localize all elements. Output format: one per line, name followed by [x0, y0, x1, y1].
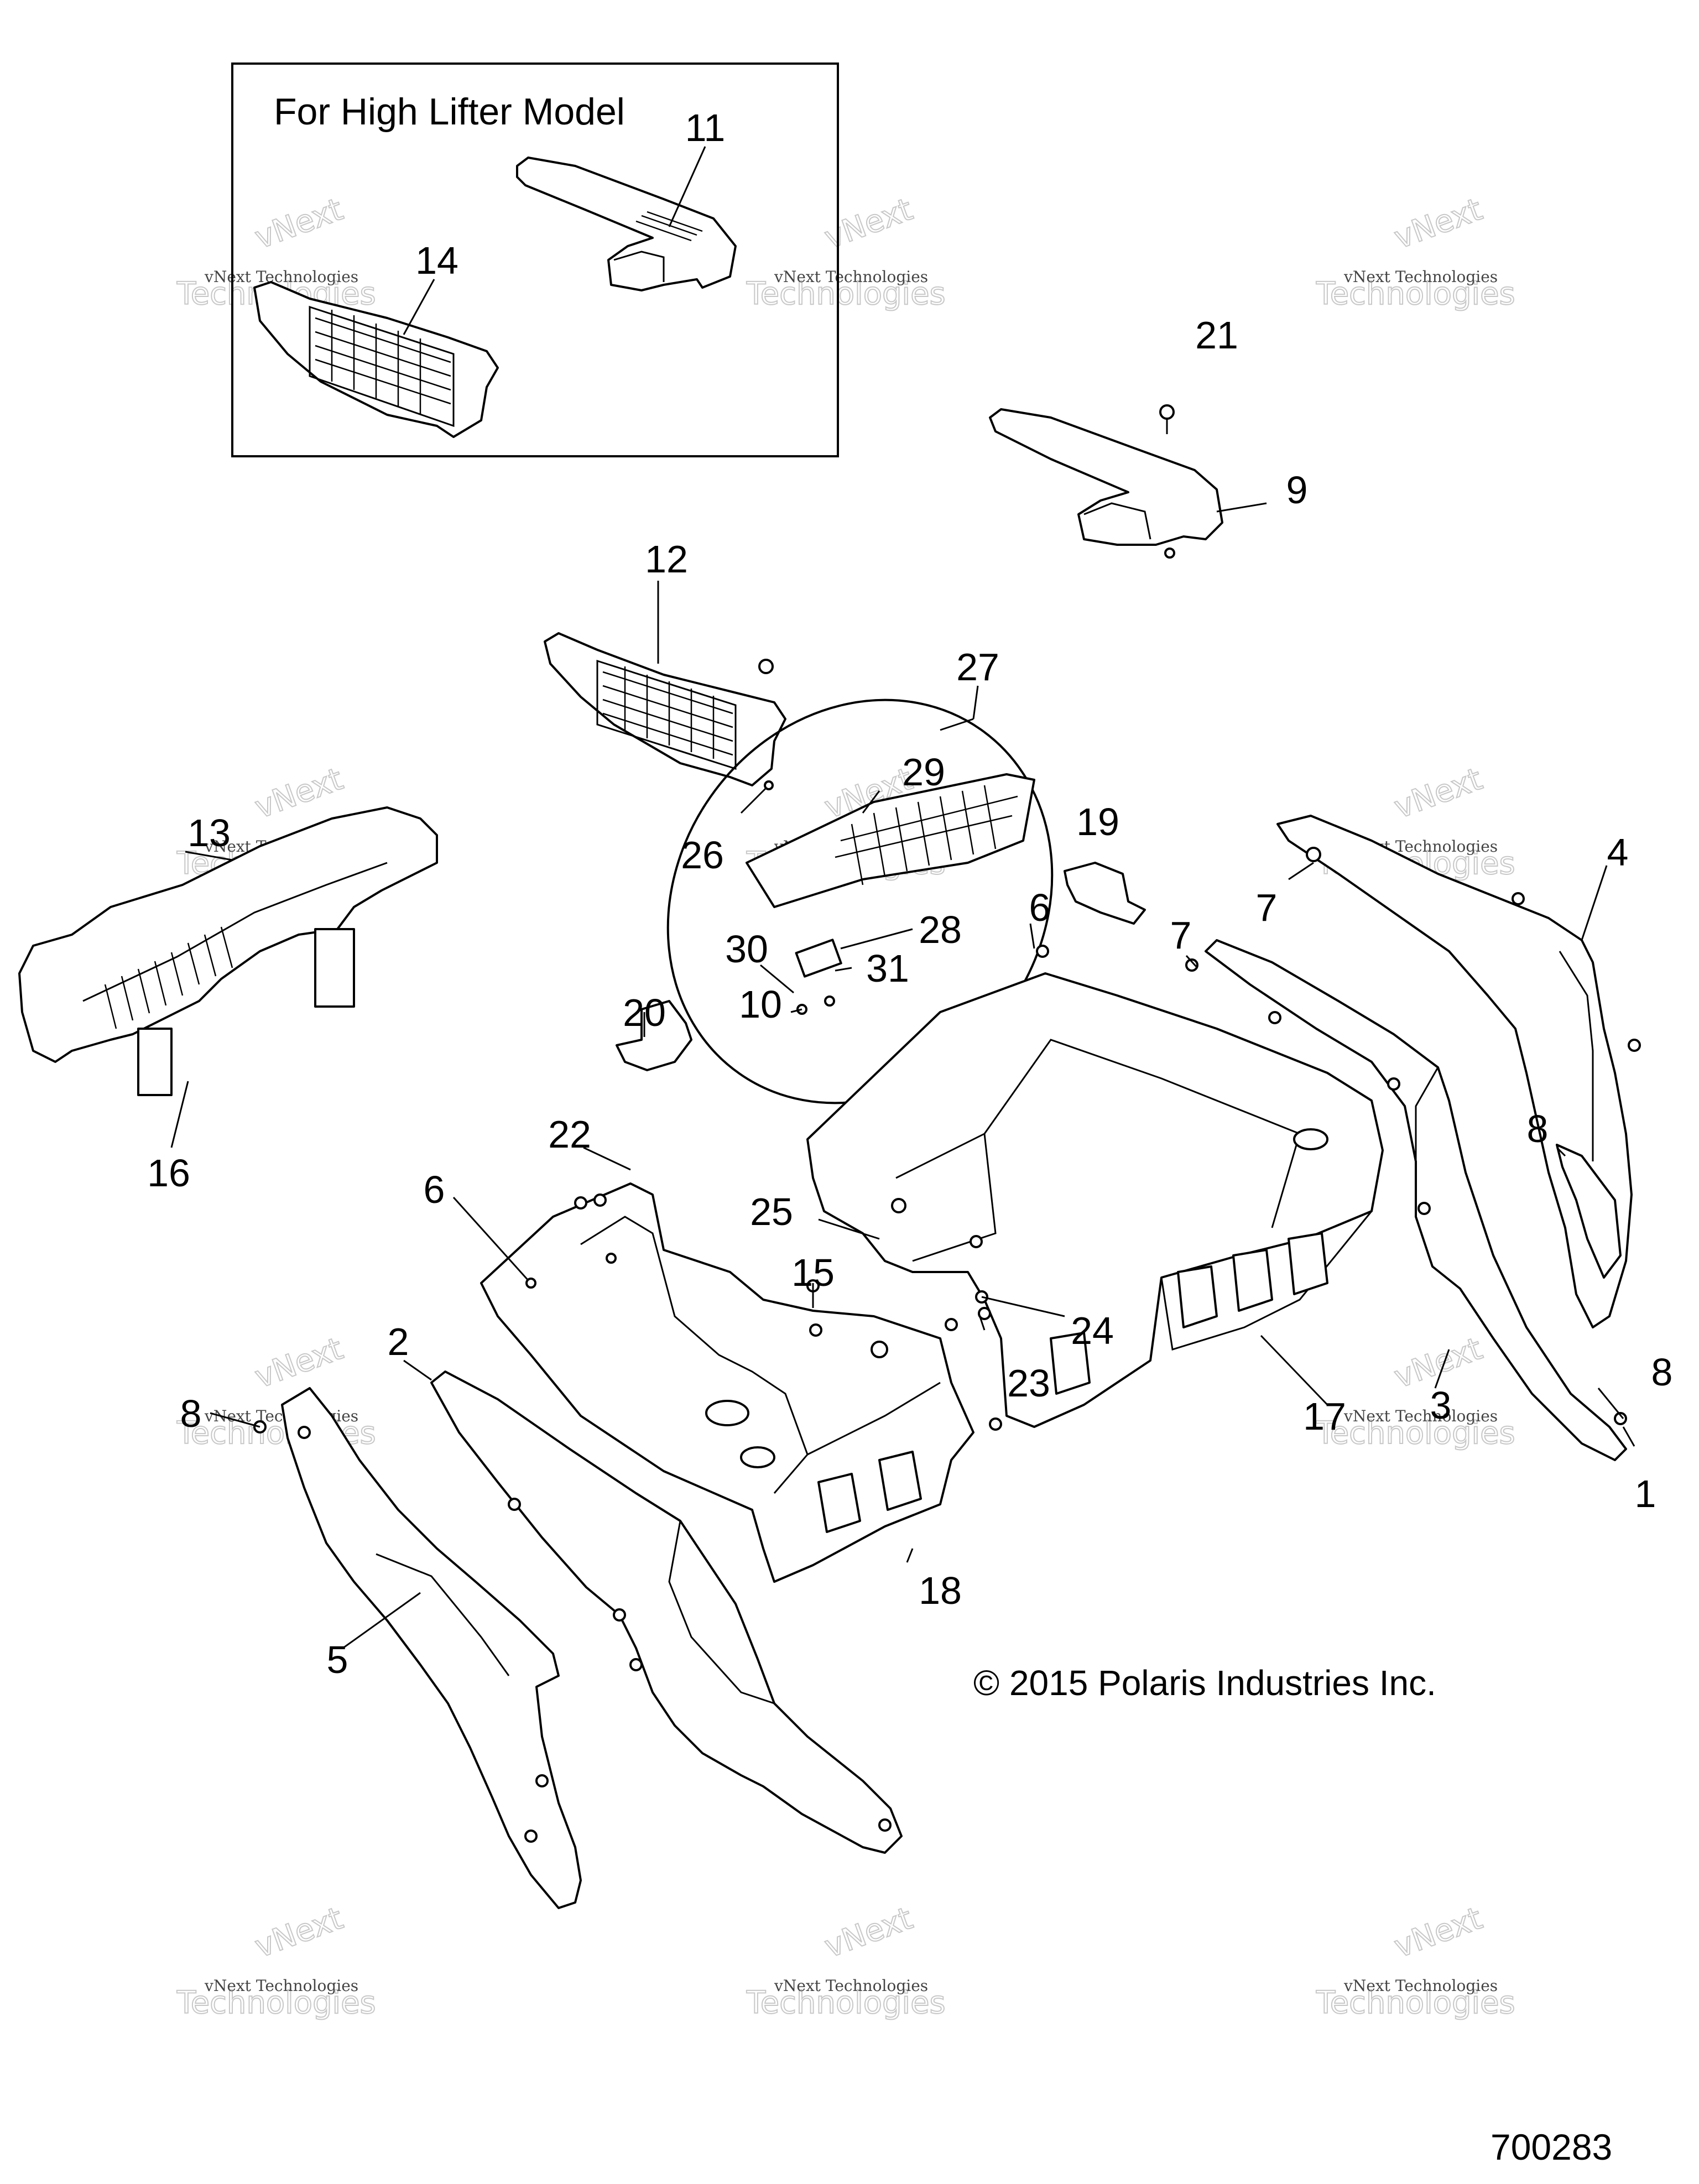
svg-text:vNext Technologies: vNext Technologies — [204, 268, 358, 286]
high-lifter-inset: For High Lifter Model — [231, 62, 839, 457]
part-17-rear-tub — [806, 972, 1384, 1428]
callout-7b: 7 — [1170, 914, 1192, 957]
callout-7a: 7 — [1256, 886, 1278, 929]
callout-5: 5 — [327, 1638, 348, 1681]
callout-6b: 6 — [424, 1168, 445, 1211]
part-18-front-tub — [480, 1182, 974, 1583]
watermark: vNext Technologies vNext Technologies — [1315, 1900, 1516, 2021]
svg-text:vNext Technologies: vNext Technologies — [1343, 1407, 1498, 1425]
callout-10: 10 — [739, 983, 782, 1026]
watermark: vNext Technologies vNext Technologies — [746, 1900, 946, 2021]
copyright: © 2015 Polaris Industries Inc. — [973, 1663, 1436, 1703]
svg-text:vNext Technologies: vNext Technologies — [1343, 1977, 1498, 1995]
callout-25: 25 — [750, 1190, 793, 1233]
part-8-flap-right — [1556, 1144, 1622, 1279]
callouts: 11 14 21 9 12 27 29 26 13 19 4 7 28 6 7 … — [147, 106, 1672, 1681]
svg-text:vNext: vNext — [251, 1331, 348, 1395]
document-number: 700283 — [1490, 2126, 1612, 2167]
part-4-right-fender — [1276, 815, 1641, 1328]
callout-9: 9 — [1286, 468, 1308, 512]
svg-text:Technologies: Technologies — [1316, 276, 1515, 312]
watermark: vNext Technologies vNext Technologies — [746, 191, 946, 312]
callout-20: 20 — [623, 991, 666, 1034]
callout-8c: 8 — [1651, 1351, 1673, 1394]
callout-28: 28 — [919, 908, 962, 951]
part-29-bin-door — [746, 773, 1035, 908]
svg-text:Technologies: Technologies — [746, 276, 946, 312]
fasteners — [253, 847, 1627, 1434]
part-11-fender-cover-high-lifter — [516, 157, 737, 291]
callout-11: 11 — [685, 106, 726, 149]
part-21-screw — [1159, 404, 1175, 434]
callout-1: 1 — [1635, 1472, 1656, 1515]
callout-29: 29 — [902, 750, 945, 794]
svg-text:vNext: vNext — [1390, 1900, 1487, 1965]
callout-19: 19 — [1076, 800, 1119, 843]
part-19-bracket — [1064, 862, 1146, 925]
svg-text:vNext Technologies: vNext Technologies — [774, 1977, 928, 1995]
svg-text:vNext: vNext — [251, 761, 348, 826]
svg-text:vNext: vNext — [1390, 761, 1487, 826]
callout-21: 21 — [1195, 314, 1238, 357]
svg-text:vNext: vNext — [251, 1900, 348, 1965]
svg-text:Technologies: Technologies — [176, 1985, 376, 2021]
svg-text:Technologies: Technologies — [1316, 1415, 1515, 1451]
callout-18: 18 — [919, 1569, 962, 1612]
callout-8a: 8 — [180, 1392, 202, 1435]
part-5-left-fender — [281, 1387, 582, 1909]
callout-13: 13 — [187, 811, 231, 854]
callout-6a: 6 — [1029, 886, 1051, 929]
callout-26: 26 — [681, 833, 724, 877]
svg-text:Technologies: Technologies — [746, 1985, 946, 2021]
part-2-left-rocker — [430, 1370, 903, 1854]
watermark: vNext Technologies vNext Technologies — [1315, 191, 1516, 312]
callout-12: 12 — [645, 538, 688, 581]
watermark: vNext Technologies vNext Technologies — [176, 1330, 377, 1452]
svg-text:vNext: vNext — [820, 191, 918, 256]
callout-31: 31 — [866, 947, 909, 990]
callout-15: 15 — [791, 1251, 835, 1294]
callout-17: 17 — [1303, 1395, 1346, 1438]
svg-text:vNext: vNext — [251, 191, 348, 256]
watermark: vNext Technologies vNext Technologies — [176, 1900, 377, 2021]
callout-4: 4 — [1607, 831, 1629, 874]
callout-23: 23 — [1007, 1362, 1050, 1405]
callout-24: 24 — [1071, 1309, 1114, 1352]
svg-text:vNext: vNext — [1390, 191, 1487, 256]
callout-14: 14 — [415, 239, 458, 282]
callout-8b: 8 — [1527, 1107, 1549, 1150]
svg-text:vNext Technologies: vNext Technologies — [774, 268, 928, 286]
part-30-latch — [795, 939, 842, 978]
svg-text:Technologies: Technologies — [1316, 1985, 1515, 2021]
svg-text:vNext Technologies: vNext Technologies — [204, 1977, 358, 1995]
part-9-fender-cover — [989, 408, 1223, 559]
callout-16: 16 — [147, 1151, 190, 1195]
callout-22: 22 — [548, 1113, 591, 1156]
part-13-front-panel — [18, 806, 438, 1096]
svg-text:vNext Technologies: vNext Technologies — [1343, 268, 1498, 286]
part-12-grille-cover — [544, 632, 786, 790]
callout-3: 3 — [1430, 1384, 1452, 1427]
leader-lines — [170, 146, 1635, 1649]
callout-30: 30 — [725, 927, 768, 971]
part-14-grille-high-lifter — [253, 281, 499, 438]
part-27-storage-assembly — [666, 699, 1054, 1104]
part-20-bracket — [616, 1000, 692, 1071]
callout-2: 2 — [388, 1320, 409, 1363]
part-3-right-rocker — [1205, 939, 1627, 1461]
inset-frame — [231, 62, 839, 457]
svg-text:vNext: vNext — [820, 1900, 918, 1965]
callout-27: 27 — [956, 645, 999, 689]
inset-title: For High Lifter Model — [274, 91, 625, 133]
